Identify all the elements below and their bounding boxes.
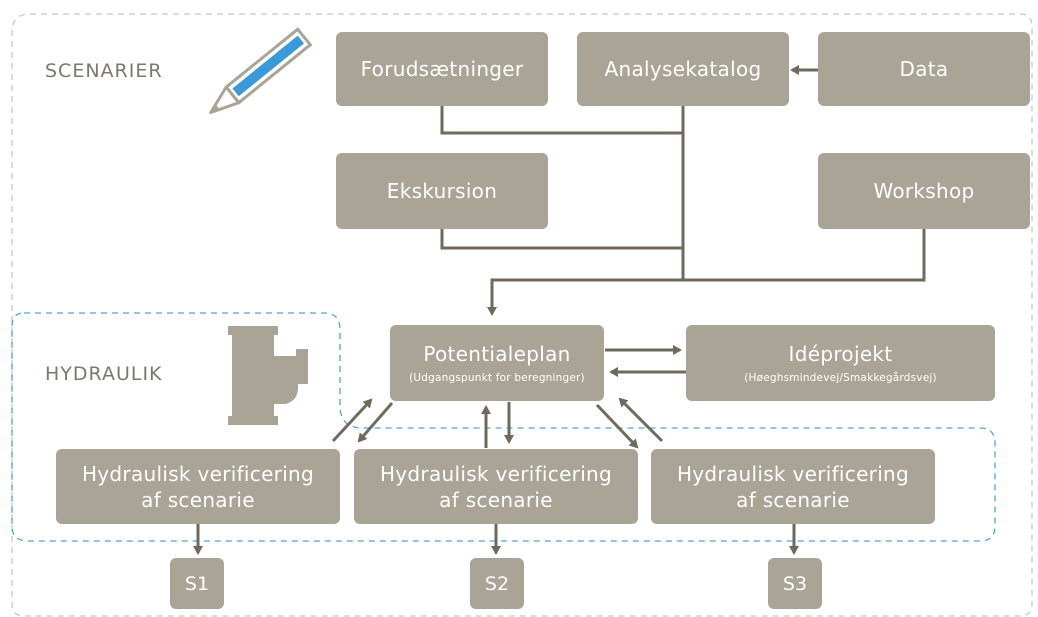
pipe-fitting-icon — [228, 326, 308, 425]
output-s2-label: S2 — [484, 572, 510, 595]
section-hydraulik-label: HYDRAULIK — [45, 363, 163, 385]
box-ideprojekt-sublabel: (Høeghsmindevej/Smakkegårdsvej) — [744, 372, 937, 384]
box-ekskursion: Ekskursion — [336, 153, 548, 229]
arrow-potentialeplan-to-verif1 — [357, 402, 394, 443]
box-forudsaetninger: Forudsætninger — [336, 32, 548, 106]
scenarier-frame — [11, 13, 1033, 617]
box-verificering-3-line2: af scenarie — [736, 487, 850, 512]
box-data: Data — [818, 32, 1030, 106]
arrow-potentialeplan-to-verif3 — [595, 403, 639, 449]
box-ideprojekt: Idéprojekt (Høeghsmindevej/Smakkegårdsve… — [686, 325, 995, 401]
hydraulik-frame — [11, 312, 996, 542]
box-verificering-2: Hydraulisk verificering af scenarie — [354, 449, 638, 524]
arrow-verif1-to-potentialeplan — [331, 398, 373, 443]
output-s1: S1 — [170, 558, 224, 609]
box-verificering-1-line1: Hydraulisk verificering — [81, 461, 315, 486]
output-s1-label: S1 — [184, 572, 210, 595]
box-potentialeplan-sublabel: (Udgangspunkt for beregninger) — [409, 372, 585, 384]
box-forudsaetninger-label: Forudsætninger — [360, 57, 524, 81]
box-verificering-3-line1: Hydraulisk verificering — [676, 461, 910, 486]
box-potentialeplan-label: Potentialeplan — [423, 342, 571, 366]
box-workshop-label: Workshop — [873, 179, 975, 203]
output-s2: S2 — [470, 558, 524, 609]
section-scenarier-label: SCENARIER — [45, 60, 163, 82]
output-s3-label: S3 — [782, 572, 808, 595]
box-verificering-3: Hydraulisk verificering af scenarie — [651, 449, 935, 524]
arrow-verif3-to-potentialeplan — [618, 397, 664, 443]
connector-workshop — [487, 228, 926, 316]
box-verificering-2-line2: af scenarie — [439, 487, 553, 512]
connector-forudsaetninger — [440, 105, 683, 135]
connector-ekskursion — [440, 228, 683, 250]
box-verificering-2-line1: Hydraulisk verificering — [379, 461, 613, 486]
box-workshop: Workshop — [818, 153, 1030, 229]
box-verificering-1-line2: af scenarie — [141, 487, 255, 512]
box-ideprojekt-label: Idéprojekt — [788, 342, 893, 366]
box-potentialeplan: Potentialeplan (Udgangspunkt for beregni… — [390, 325, 604, 401]
box-verificering-1: Hydraulisk verificering af scenarie — [56, 449, 340, 524]
box-data-label: Data — [899, 57, 949, 81]
box-ekskursion-label: Ekskursion — [386, 179, 498, 203]
output-s3: S3 — [768, 558, 822, 609]
pencil-icon — [209, 27, 313, 115]
box-analysekatalog: Analysekatalog — [577, 32, 789, 106]
box-analysekatalog-label: Analysekatalog — [604, 57, 762, 81]
